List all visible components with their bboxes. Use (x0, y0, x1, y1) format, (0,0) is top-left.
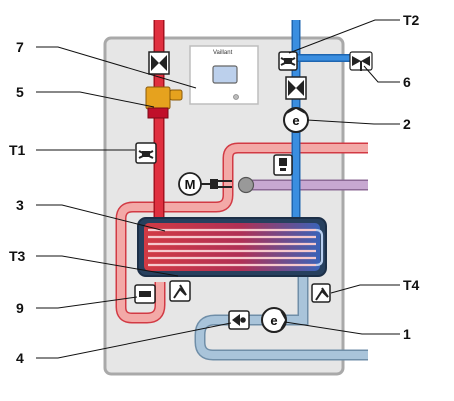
label-1: 1 (403, 326, 411, 342)
circulation-valve (349, 51, 373, 71)
controller-unit: Vaillant (189, 45, 259, 105)
pump-symbol-2: e (292, 113, 299, 128)
brand-logo: Vaillant (213, 50, 233, 56)
cold-water-pump: e (283, 107, 309, 133)
pressure-sensor (273, 154, 293, 176)
label-3: 3 (16, 197, 24, 213)
label-4: 4 (16, 350, 24, 366)
label-5: 5 (16, 84, 24, 100)
pump-symbol-1: e (270, 313, 277, 328)
controller-knob (233, 94, 239, 100)
cold-shutoff-valve (285, 76, 307, 100)
label-t1: T1 (9, 142, 26, 158)
hot-shutoff-valve (148, 51, 170, 75)
label-t2: T2 (403, 12, 420, 28)
temperature-sensor-t1 (135, 142, 157, 164)
label-7: 7 (16, 39, 24, 55)
leader-lines (36, 19, 400, 359)
flow-sensor (145, 86, 183, 119)
drain-valve (169, 280, 191, 302)
label-t3: T3 (9, 248, 26, 264)
label-t4: T4 (403, 277, 420, 293)
heat-exchanger (137, 217, 327, 277)
label-6: 6 (403, 74, 411, 90)
temperature-sensor-t2 (278, 51, 298, 71)
check-valve (228, 310, 250, 330)
temperature-sensor-t4 (311, 283, 331, 303)
label-2: 2 (403, 116, 411, 132)
controller-display (212, 65, 238, 84)
temperature-sensor-t3 (134, 284, 156, 304)
circulation-pump: e (261, 307, 287, 333)
mixing-valve-motor: M (178, 172, 255, 196)
label-9: 9 (16, 300, 24, 316)
motor-symbol: M (185, 177, 196, 192)
